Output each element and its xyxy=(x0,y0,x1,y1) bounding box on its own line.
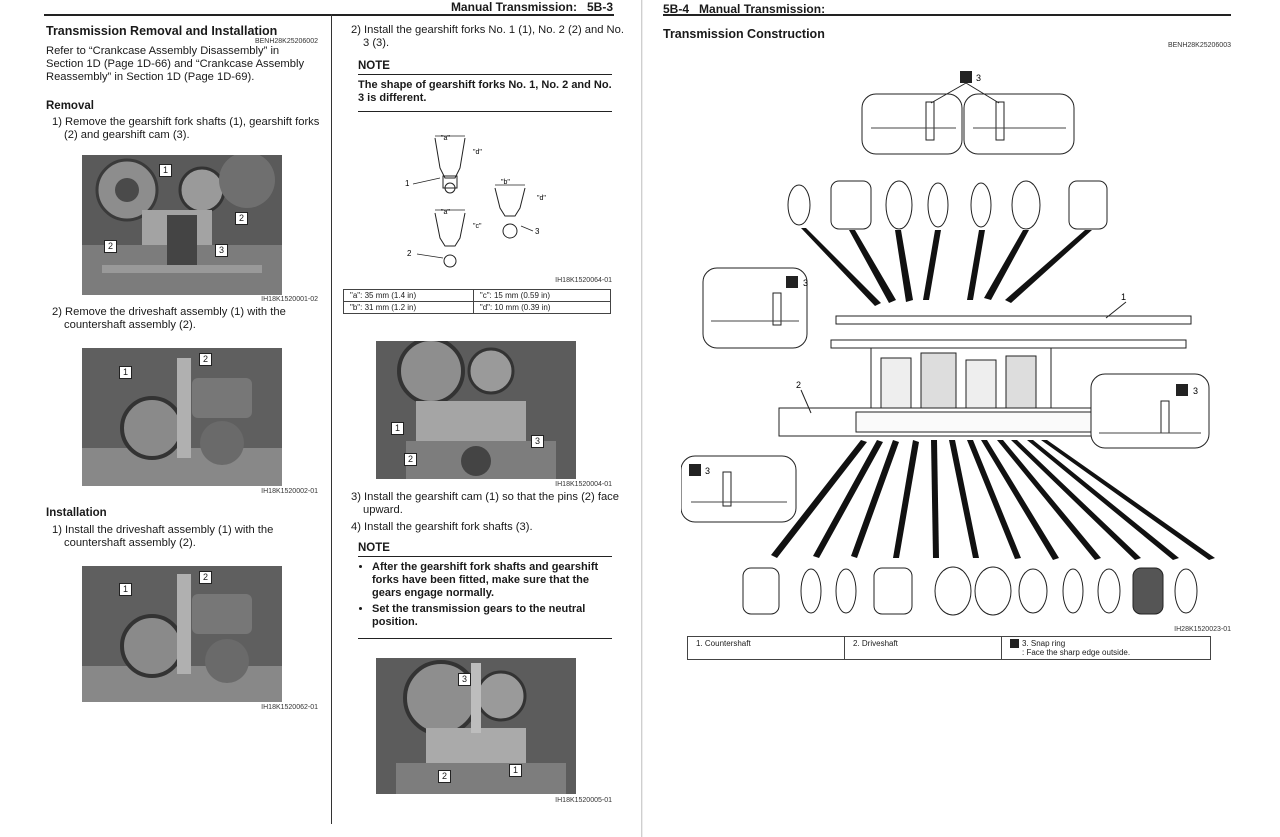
photo1-callout-3: 3 xyxy=(215,244,228,257)
snap-ring-label-left-top: 3 xyxy=(803,278,808,288)
fork-dimension-table: "a": 35 mm (1.4 in) "c": 15 mm (0.59 in)… xyxy=(343,289,612,314)
header-rule xyxy=(44,14,614,16)
dim-c: "c": 15 mm (0.59 in) xyxy=(472,289,612,302)
photo1-callout-2a: 2 xyxy=(104,240,117,253)
install-step-2: 2) Install the gearshift forks No. 1 (1)… xyxy=(351,24,624,49)
legend-countershaft: 1. Countershaft xyxy=(687,635,845,661)
note-2-title: NOTE xyxy=(358,542,612,557)
fork-label-2: 2 xyxy=(407,249,412,258)
legend-snap-ring-title: 3. Snap ring xyxy=(1022,639,1066,648)
intro-paragraph: Refer to “Crankcase Assembly Disassembly… xyxy=(46,45,305,83)
photo4-code: IH18K1520004-01 xyxy=(555,481,612,488)
photo5-callout-1: 1 xyxy=(509,764,522,777)
fork-label-3: 3 xyxy=(535,227,540,236)
photo-illustration xyxy=(82,348,282,486)
photo3-callout-1: 1 xyxy=(119,583,132,596)
photo-driveshaft-removal: 1 2 xyxy=(82,348,282,486)
page-header: 5B-4 Manual Transmission: xyxy=(663,2,825,16)
photo4-callout-2: 2 xyxy=(404,453,417,466)
photo-gearshift-removal: 1 2 2 3 xyxy=(82,155,282,295)
photo5-callout-2: 2 xyxy=(438,770,451,783)
section-code: BENH28K25206003 xyxy=(1167,42,1231,49)
header-title: Manual Transmission: xyxy=(699,2,826,16)
note-1-text: The shape of gearshift forks No. 1, No. … xyxy=(358,75,612,112)
label-d-2: "d" xyxy=(537,195,546,202)
gearshift-fork-diagram: "a" "d" "a" "c" "b" "d" 1 2 3 xyxy=(405,135,546,268)
note-2-item: After the gearshift fork shafts and gear… xyxy=(372,561,612,600)
photo2-code: IH18K1520002-01 xyxy=(261,488,318,495)
photo1-callout-1: 1 xyxy=(159,164,172,177)
section-title: Transmission Removal and Installation xyxy=(46,24,278,38)
install-step-1: 1) Install the driveshaft assembly (1) w… xyxy=(52,524,274,549)
header-title: Manual Transmission: xyxy=(450,0,577,14)
photo1-callout-2b: 2 xyxy=(235,212,248,225)
page-header: Manual Transmission: 5B-3 xyxy=(451,0,613,14)
photo2-callout-2: 2 xyxy=(199,353,212,366)
photo3-code: IH18K1520062-01 xyxy=(261,704,318,711)
header-page-number: 5B-4 xyxy=(663,2,690,16)
left-column: Transmission Removal and Installation BE… xyxy=(46,24,319,142)
fork-diagram-code: IH18K1520064-01 xyxy=(555,277,612,284)
label-b: "b" xyxy=(501,179,510,186)
photo3-callout-2: 2 xyxy=(199,571,212,584)
photo-fork-shafts-install: 3 2 1 xyxy=(376,658,576,794)
transmission-construction-diagram: 3 3 1 xyxy=(681,71,1215,616)
header-page-number: 5B-3 xyxy=(586,0,613,14)
note-2-item: Set the transmission gears to the neutra… xyxy=(372,603,612,629)
snap-ring-icon xyxy=(1010,639,1019,649)
dim-d: "d": 10 mm (0.39 in) xyxy=(472,301,612,314)
photo1-code: IH18K1520001-02 xyxy=(261,296,318,303)
photo4-callout-1: 1 xyxy=(391,422,404,435)
photo5-callout-3: 3 xyxy=(458,673,471,686)
install-step-3: 3) Install the gearshift cam (1) so that… xyxy=(351,491,620,516)
dim-a: "a": 35 mm (1.4 in) xyxy=(343,289,474,302)
section-code: BENH28K25206002 xyxy=(254,38,318,45)
snap-ring-label-right: 3 xyxy=(1193,386,1198,396)
photo-gearshift-cam-install: 1 2 3 xyxy=(376,341,576,479)
snap-ring-label-left-bottom: 3 xyxy=(705,466,710,476)
left-page: Manual Transmission: 5B-3 Transmission R… xyxy=(0,0,642,837)
photo4-callout-3: 3 xyxy=(531,435,544,448)
dim-b: "b": 31 mm (1.2 in) xyxy=(343,301,474,314)
diagram-code: IH28K1520023-01 xyxy=(1174,626,1231,633)
note-2-body: After the gearshift fork shafts and gear… xyxy=(358,557,612,639)
photo5-code: IH18K1520005-01 xyxy=(555,797,612,804)
label-c: "c" xyxy=(473,223,482,230)
removal-step-1: 1) Remove the gearshift fork shafts (1),… xyxy=(52,116,320,141)
header-rule xyxy=(663,14,1231,16)
photo2-callout-1: 1 xyxy=(119,366,132,379)
column-divider xyxy=(331,14,332,824)
construction-legend: 1. Countershaft 2. Driveshaft 3. Snap ri… xyxy=(687,635,1211,661)
note-2: NOTE After the gearshift fork shafts and… xyxy=(358,542,612,639)
removal-heading: Removal xyxy=(46,100,94,112)
photo-illustration xyxy=(82,155,282,295)
snap-ring-label-top: 3 xyxy=(976,73,981,83)
note-1-title: NOTE xyxy=(358,60,612,75)
label-a-2: "a" xyxy=(441,209,450,216)
installation-heading: Installation xyxy=(46,507,107,519)
photo-driveshaft-install: 1 2 xyxy=(82,566,282,702)
legend-snap-ring: 3. Snap ring : Face the sharp edge outsi… xyxy=(1001,635,1211,661)
photo-illustration xyxy=(376,658,576,794)
right-page: 5B-4 Manual Transmission: Transmission C… xyxy=(643,0,1280,837)
install-step-4: 4) Install the gearshift fork shafts (3)… xyxy=(351,521,533,533)
label-a-1: "a" xyxy=(441,135,450,142)
removal-step-2: 2) Remove the driveshaft assembly (1) wi… xyxy=(52,306,286,331)
label-d-1: "d" xyxy=(473,149,482,156)
section-title: Transmission Construction xyxy=(663,27,825,41)
photo-illustration xyxy=(82,566,282,702)
driveshaft-label: 2 xyxy=(796,380,801,390)
legend-snap-ring-note: : Face the sharp edge outside. xyxy=(1022,648,1131,658)
fork-label-1: 1 xyxy=(405,179,410,188)
note-1: NOTE The shape of gearshift forks No. 1,… xyxy=(358,60,612,112)
legend-driveshaft: 2. Driveshaft xyxy=(844,635,1002,661)
countershaft-label: 1 xyxy=(1121,292,1126,302)
